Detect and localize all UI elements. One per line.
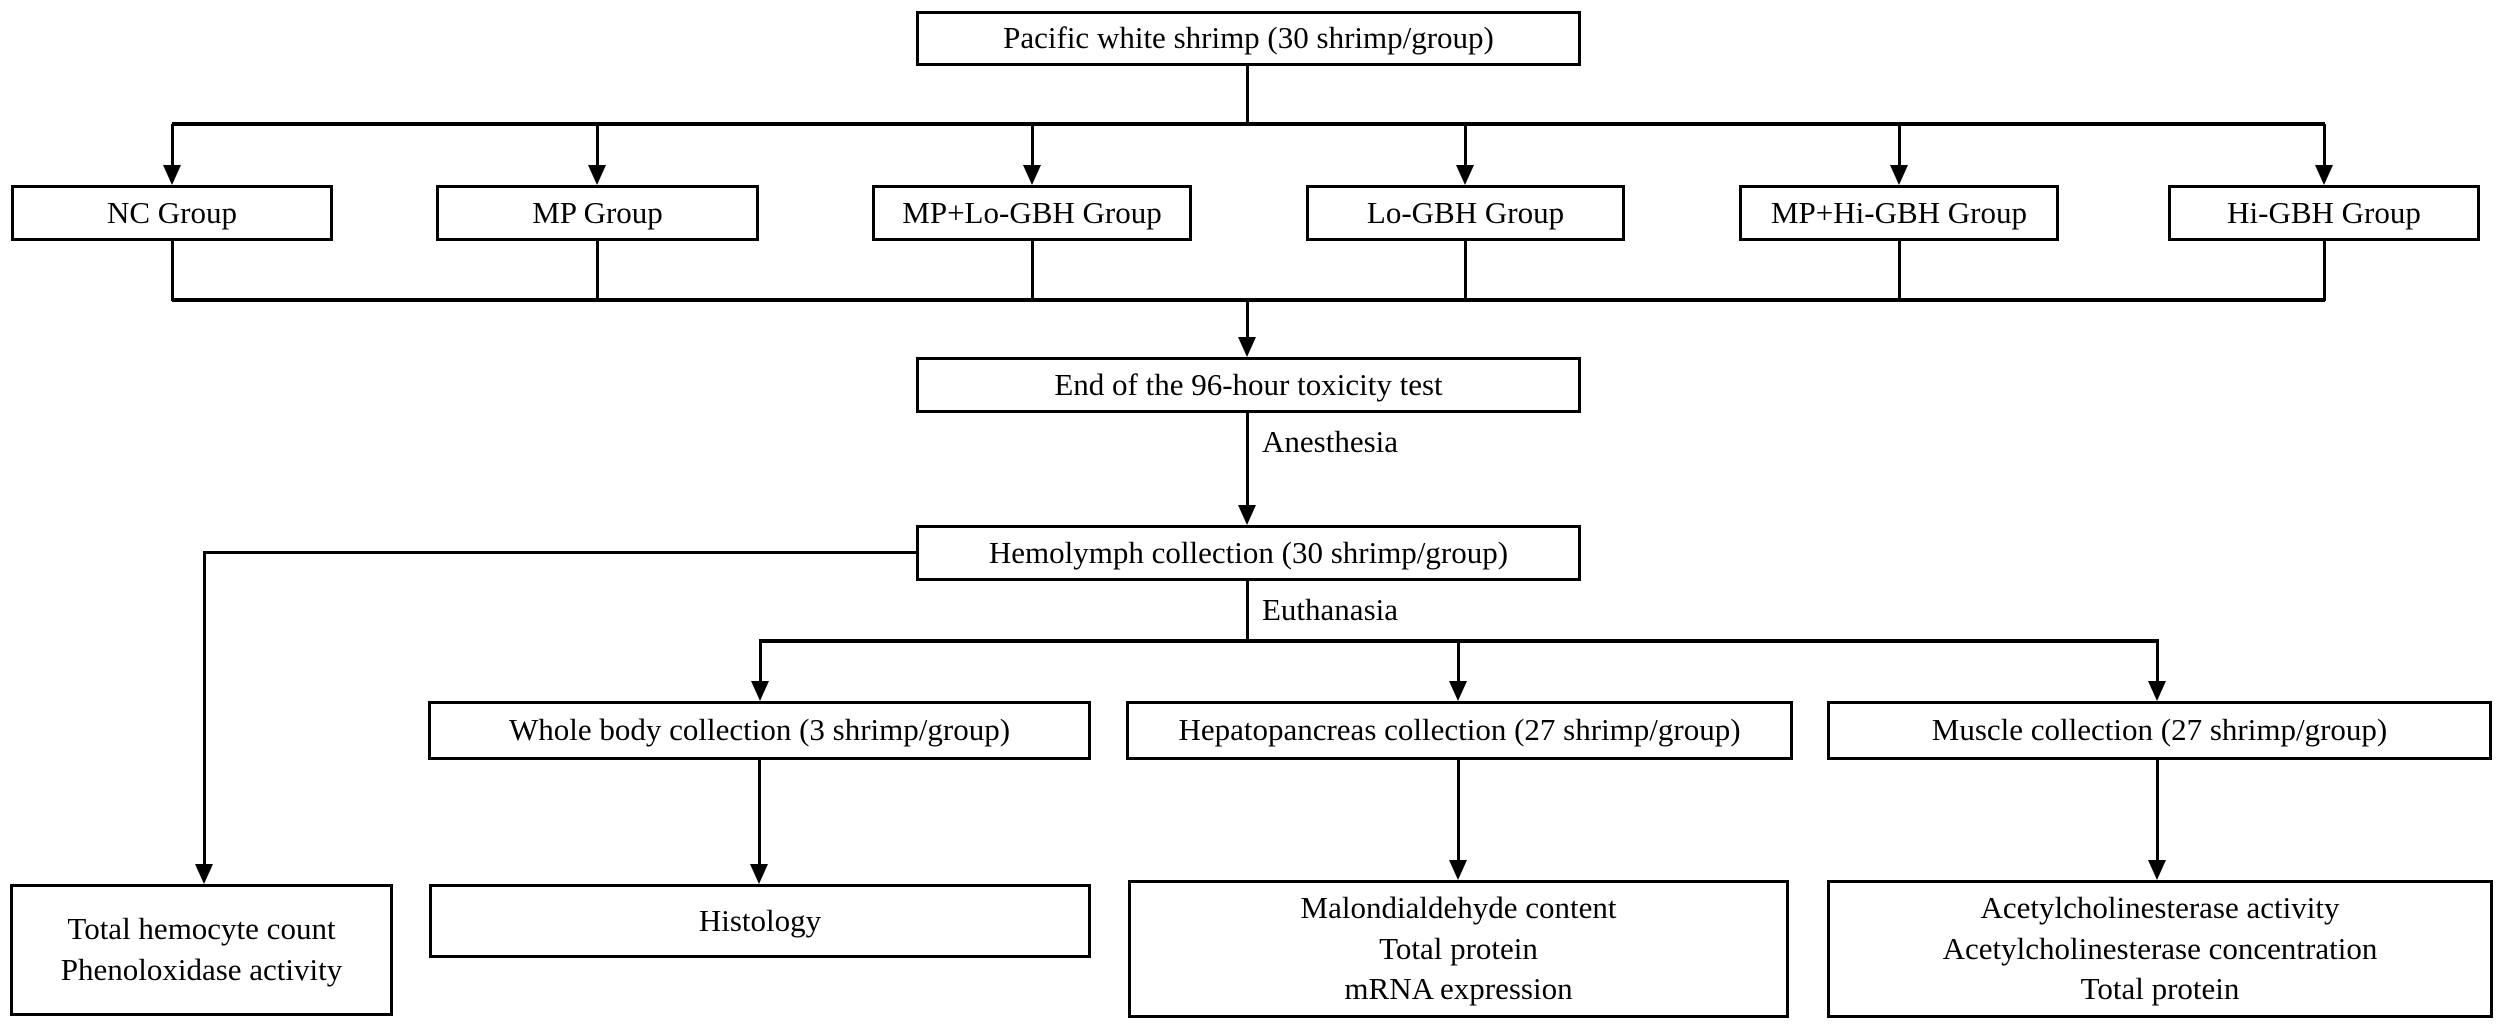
node-hepatopancreas-assays: Malondialdehyde content Total protein mR…: [1128, 880, 1789, 1018]
connector-to-mp-lo-gbh: [1031, 124, 1034, 168]
node-label: NC Group: [106, 194, 238, 230]
assay-line: mRNA expression: [1344, 971, 1573, 1007]
assay-line: Acetylcholinesterase concentration: [1942, 930, 2378, 966]
connector-hi-stub: [2323, 241, 2326, 301]
connector-to-lo-gbh: [1464, 124, 1467, 168]
node-hemolymph-assays: Total hemocyte count Phenoloxidase activ…: [10, 884, 393, 1016]
node-pacific-white-shrimp: Pacific white shrimp (30 shrimp/group): [916, 11, 1581, 66]
arrowhead-to-mp-lo-gbh: [1023, 165, 1041, 185]
connector-to-hi-gbh: [2323, 124, 2326, 168]
node-label: MP+Hi-GBH Group: [1770, 194, 2028, 230]
assay-line: Malondialdehyde content: [1300, 889, 1617, 925]
connector-lo-stub: [1464, 241, 1467, 301]
arrowhead-to-muscle: [2148, 681, 2166, 701]
arrowhead-to-hemocyte-assays: [195, 864, 213, 884]
assay-line: Phenoloxidase activity: [60, 952, 343, 987]
node-whole-body-collection: Whole body collection (3 shrimp/group): [428, 701, 1091, 760]
arrowhead-to-muscle-assays: [2148, 860, 2166, 880]
node-label: End of the 96-hour toxicity test: [1054, 366, 1443, 402]
node-muscle-collection: Muscle collection (27 shrimp/group): [1827, 701, 2492, 760]
arrowhead-to-lo-gbh: [1456, 165, 1474, 185]
node-hemolymph-collection: Hemolymph collection (30 shrimp/group): [916, 525, 1581, 581]
node-label: Muscle collection (27 shrimp/group): [1931, 712, 2388, 748]
node-label: MP Group: [532, 194, 663, 230]
edge-label-euthanasia: Euthanasia: [1262, 592, 1399, 627]
node-end-of-toxicity-test: End of the 96-hour toxicity test: [916, 357, 1581, 413]
connector-nc-stub: [171, 241, 174, 301]
connector-to-hepatopancreas: [1457, 639, 1460, 685]
node-muscle-assays: Acetylcholinesterase activity Acetylchol…: [1827, 880, 2493, 1018]
connector-euthanasia: [1246, 581, 1249, 641]
connector-hemolymph-left-branch: [204, 551, 916, 554]
connector-converge-trunk: [1246, 298, 1249, 339]
node-label: MP+Lo-GBH Group: [902, 194, 1162, 230]
arrowhead-to-hemolymph: [1238, 505, 1256, 525]
assay-line: Acetylcholinesterase activity: [1980, 889, 2340, 925]
node-nc-group: NC Group: [11, 185, 333, 241]
node-mp-hi-gbh-group: MP+Hi-GBH Group: [1739, 185, 2059, 241]
connector-to-whole-body: [759, 639, 762, 685]
arrowhead-to-nc: [163, 165, 181, 185]
assay-line: Total protein: [1379, 930, 1538, 966]
connector-mp-lo-stub: [1031, 241, 1034, 301]
connector-mp-stub: [596, 241, 599, 301]
assay-line: Total protein: [2080, 971, 2240, 1007]
connector-muscle-drop: [2156, 760, 2159, 862]
node-label: Hepatopancreas collection (27 shrimp/gro…: [1178, 712, 1741, 748]
connector-hepatopancreas-drop: [1457, 760, 1460, 862]
node-hi-gbh-group: Hi-GBH Group: [2168, 185, 2480, 241]
arrowhead-to-whole-body: [751, 681, 769, 701]
node-label: Hi-GBH Group: [2227, 194, 2421, 230]
connector-to-nc: [171, 124, 174, 168]
node-hepatopancreas-collection: Hepatopancreas collection (27 shrimp/gro…: [1126, 701, 1793, 760]
arrowhead-to-hepatopancreas: [1449, 681, 1467, 701]
connector-to-mp-hi-gbh: [1898, 124, 1901, 168]
connector-source-trunk: [1246, 65, 1249, 124]
node-mp-lo-gbh-group: MP+Lo-GBH Group: [872, 185, 1192, 241]
assay-line: Total hemocyte count: [67, 911, 336, 947]
connector-hemolymph-left-drop: [203, 551, 206, 866]
node-label: Hemolymph collection (30 shrimp/group): [988, 534, 1509, 570]
connector-groups-distribution-line: [172, 122, 2325, 126]
node-mp-group: MP Group: [436, 185, 759, 241]
edge-label-anesthesia: Anesthesia: [1262, 424, 1399, 459]
node-label: Whole body collection (3 shrimp/group): [508, 712, 1011, 748]
node-label: Lo-GBH Group: [1366, 194, 1565, 230]
arrowhead-to-mp-hi-gbh: [1890, 165, 1908, 185]
connector-anesthesia: [1246, 413, 1249, 507]
connector-mp-hi-stub: [1898, 241, 1901, 301]
connector-whole-body-drop: [758, 760, 761, 866]
connector-to-muscle: [2156, 639, 2159, 685]
arrowhead-to-hi-gbh: [2315, 165, 2333, 185]
arrowhead-to-end-test: [1238, 337, 1256, 357]
arrowhead-to-hepatopancreas-assays: [1449, 860, 1467, 880]
connector-to-mp: [596, 124, 599, 168]
arrowhead-to-histology: [750, 864, 768, 884]
node-histology: Histology: [429, 884, 1091, 958]
arrowhead-to-mp: [588, 165, 606, 185]
node-label: Pacific white shrimp (30 shrimp/group): [1003, 20, 1494, 56]
node-label: Histology: [698, 902, 822, 938]
node-lo-gbh-group: Lo-GBH Group: [1306, 185, 1625, 241]
